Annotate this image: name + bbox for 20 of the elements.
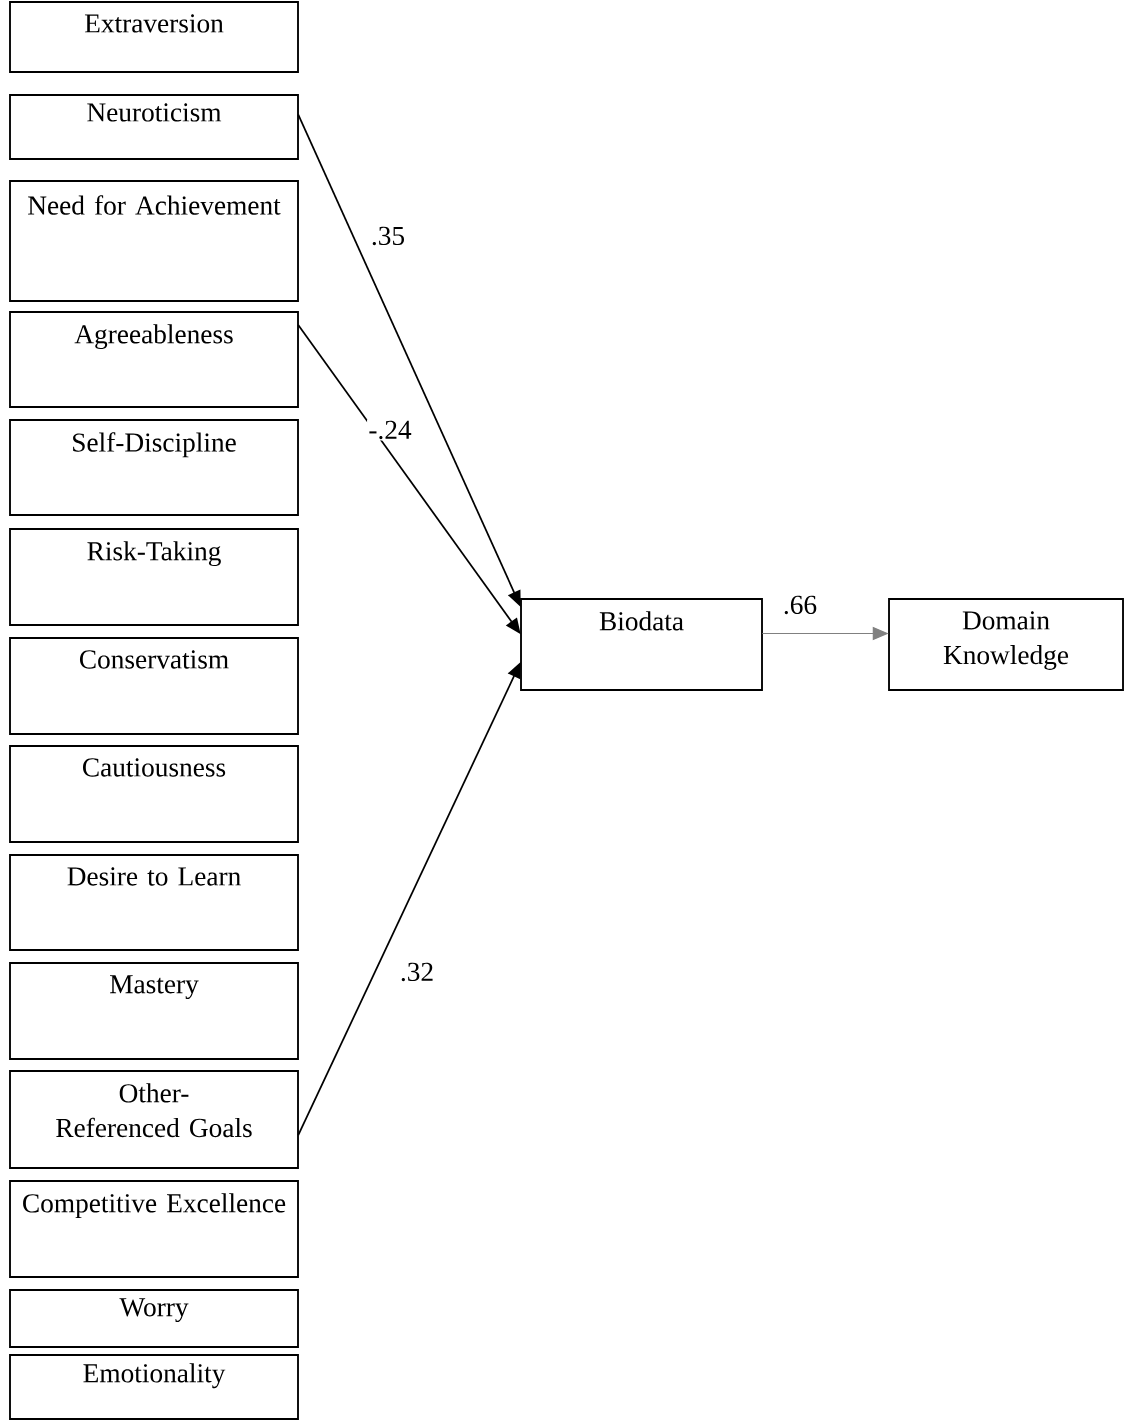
process-box: Cautiousness xyxy=(9,745,299,843)
process-box: Desire to Learn xyxy=(9,854,299,951)
process-box: Self-Discipline xyxy=(9,419,299,516)
process-box: Competitive Excellence xyxy=(9,1180,299,1278)
process-box: Biodata xyxy=(520,598,763,691)
process-box: Agreeableness xyxy=(9,311,299,408)
process-box: Other-Referenced Goals xyxy=(9,1070,299,1169)
process-box: Emotionality xyxy=(9,1354,299,1420)
process-box: Neuroticism xyxy=(9,94,299,160)
process-box: Mastery xyxy=(9,962,299,1060)
process-box: Conservatism xyxy=(9,637,299,735)
process-box: Domain Knowledge xyxy=(888,598,1124,691)
edge-label: -.24 xyxy=(367,419,413,441)
edge-label: .32 xyxy=(398,961,436,983)
process-box: Extraversion xyxy=(9,1,299,73)
process-box: Need for Achievement xyxy=(9,180,299,302)
process-box: Worry xyxy=(9,1289,299,1348)
process-box: Risk-Taking xyxy=(9,528,299,626)
edge-label: .66 xyxy=(781,594,819,616)
edge-label: .35 xyxy=(369,225,407,247)
